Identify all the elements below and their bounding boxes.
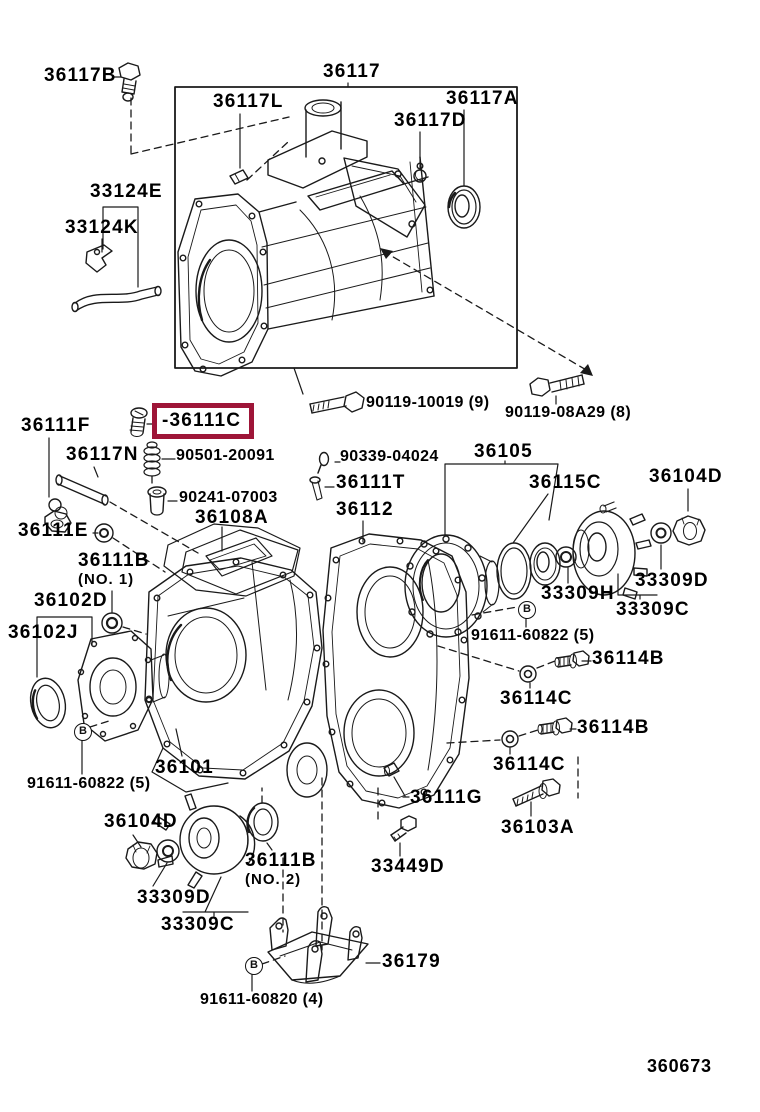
part-label-36102J-27[interactable]: 36102J — [8, 622, 79, 643]
dashed-assembly-lines — [89, 97, 589, 965]
part-label-36111E-21[interactable]: 36111E — [18, 520, 89, 541]
bracket-36179-art — [267, 905, 369, 984]
part-label-36117D-4[interactable]: 36117D — [394, 110, 467, 131]
part-label-33309D-24[interactable]: 33309D — [635, 570, 709, 591]
screw-36111C-art — [129, 407, 148, 437]
seal-33309H-art — [555, 546, 577, 568]
pin-36117L-art — [229, 169, 249, 185]
part-label-36104D-37[interactable]: 36104D — [104, 811, 178, 832]
part-label-note: (NO. 1) — [78, 571, 135, 588]
main-housing-art — [177, 99, 435, 377]
plug-36117D-art — [413, 169, 427, 183]
case-36101-art — [144, 557, 323, 793]
part-label-36114C-30[interactable]: 36114C — [500, 688, 573, 709]
figure-code: 360673 — [647, 1056, 712, 1076]
part-label-36101-32[interactable]: 36101 — [155, 757, 214, 778]
spring-90501-art — [143, 441, 161, 477]
tube-36117N-art — [55, 474, 109, 506]
leader-lines — [36, 76, 689, 992]
part-label-36117B-0[interactable]: 36117B — [44, 65, 117, 86]
part-label-36105-14[interactable]: 36105 — [474, 441, 533, 462]
fastener-symbol-B-1: B — [74, 723, 92, 741]
part-label-36117A-3[interactable]: 36117A — [446, 88, 519, 109]
part-label-33309C-41[interactable]: 33309C — [161, 914, 235, 935]
arrowheads — [380, 248, 593, 376]
bolt-33449D-art — [390, 815, 417, 842]
pin-36111T-art — [309, 476, 323, 501]
part-label-33309C-26[interactable]: 33309C — [616, 599, 690, 620]
pin-90339-art — [317, 451, 330, 474]
cover-36105-art — [404, 534, 500, 638]
oil-seal-36102J-art — [29, 677, 67, 729]
part-label-90241-07003-18[interactable]: 90241-07003 — [179, 489, 278, 506]
part-label-36114C-33[interactable]: 36114C — [493, 754, 566, 775]
union-36111F-art — [44, 498, 72, 533]
part-label-36114B-31[interactable]: 36114B — [577, 717, 650, 738]
washer-33309D-bottom-art — [156, 839, 180, 863]
part-label-36117-1[interactable]: 36117 — [323, 61, 381, 82]
part-label-90339-04024-13[interactable]: 90339-04024 — [340, 448, 439, 465]
case-36112-art — [286, 533, 470, 809]
part-label-33309D-40[interactable]: 33309D — [137, 887, 211, 908]
part-label-36104D-17[interactable]: 36104D — [649, 466, 723, 487]
bolt-36103A-art — [512, 778, 561, 807]
oil-seal-36117A-art — [447, 185, 481, 229]
washer-36114C-2-art — [501, 730, 519, 748]
hub-33309C-art — [153, 793, 256, 889]
part-label-36111F-9[interactable]: 36111F — [21, 415, 91, 436]
washer-36114C-1-art — [519, 665, 537, 683]
part-label-36111C-10[interactable]: -36111C — [152, 403, 255, 439]
fastener-symbol-B-0: B — [518, 601, 536, 619]
assembly-box-36117 — [174, 86, 518, 369]
bolt-90119-08A29-art — [529, 374, 585, 397]
bolt-36114B-1-art — [554, 650, 590, 669]
part-label-36179-42[interactable]: 36179 — [382, 951, 441, 972]
bearing-art — [529, 542, 561, 586]
nut-36104D-bottom-art — [125, 841, 158, 870]
part-label-91611-60822 (5)-28[interactable]: 91611-60822 (5) — [471, 627, 595, 644]
part-label-90501-20091-12[interactable]: 90501-20091 — [176, 447, 275, 464]
adapter-36102D-art — [77, 630, 170, 742]
part-label-91611-60822 (5)-35[interactable]: 91611-60822 (5) — [27, 775, 151, 792]
oil-seal-36111B-no2-art — [246, 802, 279, 842]
part-label-90119-10019 (9)-7[interactable]: 90119-10019 (9) — [366, 394, 490, 411]
part-label-33309H-25[interactable]: 33309H — [541, 583, 615, 604]
part-label-33124K-6[interactable]: 33124K — [65, 217, 139, 238]
part-label-36117L-2[interactable]: 36117L — [213, 91, 284, 112]
part-label-36108A-20[interactable]: 36108A — [195, 507, 269, 528]
tube-clamp-33124-art — [71, 244, 162, 313]
part-label-note: (NO. 2) — [245, 871, 302, 888]
fastener-symbol-B-2: B — [245, 957, 263, 975]
part-label-36117N-11[interactable]: 36117N — [66, 444, 139, 465]
breather-plug-36117B-art — [118, 62, 141, 102]
part-label-90119-08A29 (8)-8[interactable]: 90119-08A29 (8) — [505, 404, 632, 421]
nut-36104D-right-art — [672, 515, 706, 546]
output-flange-art — [572, 501, 652, 600]
bolt-90119-10019-art — [309, 391, 365, 414]
grommet-36111B-no1-art — [101, 612, 123, 634]
part-label-36111B-38[interactable]: 36111B(NO. 2) — [245, 850, 317, 888]
part-label-36111G-34[interactable]: 36111G — [410, 787, 483, 808]
part-label-33124E-5[interactable]: 33124E — [90, 181, 163, 202]
part-label-36102D-23[interactable]: 36102D — [34, 590, 108, 611]
bolt-36114B-2-art — [537, 717, 573, 736]
pin-36111G-art — [383, 762, 400, 777]
part-label-36111T-15[interactable]: 36111T — [336, 472, 406, 493]
part-label-36111B-22[interactable]: 36111B(NO. 1) — [78, 550, 150, 588]
part-label-36115C-16[interactable]: 36115C — [529, 472, 602, 493]
part-label-36114B-29[interactable]: 36114B — [592, 648, 665, 669]
plug-90241-art — [147, 486, 167, 516]
ring-33309D-right-art — [650, 522, 672, 544]
part-label-91611-60820 (4)-43[interactable]: 91611-60820 (4) — [200, 991, 324, 1008]
part-label-33449D-39[interactable]: 33449D — [371, 856, 445, 877]
snap-ring-36115C-art — [496, 542, 532, 600]
part-label-36112-19[interactable]: 36112 — [336, 499, 394, 520]
part-label-36103A-36[interactable]: 36103A — [501, 817, 575, 838]
